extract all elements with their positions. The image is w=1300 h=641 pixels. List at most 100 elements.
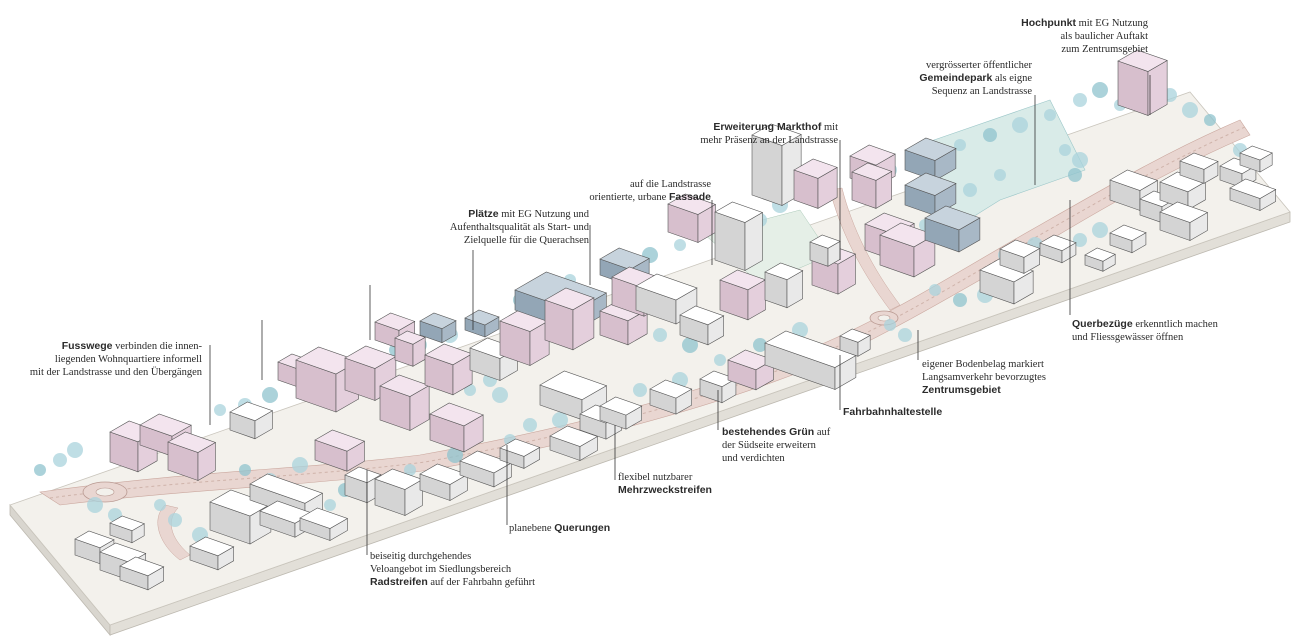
radstreifen-title: Radstreifen (370, 576, 428, 588)
building-roof (1159, 201, 1209, 223)
tree (154, 499, 166, 511)
building (299, 507, 349, 542)
annotation-gemeindepark: vergrösserter öffentlicher Gemeindepark … (919, 59, 1032, 98)
building-roof (904, 137, 957, 161)
building (167, 431, 217, 482)
building-roof (751, 123, 802, 146)
plaetze-title: Plätze (468, 208, 499, 220)
tree (239, 464, 251, 476)
building (1039, 234, 1077, 264)
building (419, 463, 469, 502)
building (109, 515, 145, 544)
tree (87, 497, 103, 513)
building (1239, 145, 1273, 173)
gemeindepark-line2: als eigne (992, 73, 1032, 84)
annotation-mehrzweck: flexibel nutzbarer Mehrzweckstreifen (618, 471, 712, 497)
tree (954, 139, 966, 151)
querungen-title: Querungen (554, 522, 611, 534)
building (667, 193, 717, 244)
gruen-title: bestehendes Grün (722, 426, 815, 438)
tree (492, 387, 508, 403)
building (999, 239, 1041, 274)
building-roof (599, 396, 643, 416)
tree (994, 169, 1006, 181)
building (751, 123, 802, 207)
fassade-title: Fassade (668, 191, 711, 203)
gruen-line3: und verdichten (722, 453, 785, 464)
fassade-line2: orientierte, urbane (589, 192, 669, 203)
gemeindepark-line1: vergrösserter öffentlicher (925, 60, 1032, 71)
tree (67, 442, 83, 458)
building (229, 401, 274, 440)
roundabout-west-island (95, 487, 115, 497)
building-roof (139, 413, 192, 437)
building (719, 269, 767, 321)
building (679, 305, 725, 346)
building (429, 402, 484, 453)
building-roof (1117, 49, 1168, 72)
querbezuege-line2: und Fliessgewässer öffnen (1072, 332, 1184, 343)
annotation-haltestelle: Fahrbahnhaltestelle (843, 406, 942, 419)
annotation-fassade: auf die Landstrasse orientierte, urbane … (589, 178, 711, 204)
querbezuege-title: Querbezüge (1072, 318, 1133, 330)
building-roof (374, 312, 416, 331)
building-roof (429, 402, 484, 427)
building (904, 172, 957, 217)
building (544, 287, 595, 351)
building (499, 309, 550, 367)
building-roof (649, 379, 693, 399)
annotation-fusswege: Fusswege verbinden die innen- liegenden … (30, 340, 202, 379)
building-roof (394, 330, 426, 345)
tree (633, 383, 647, 397)
building-roof (109, 515, 145, 532)
radstreifen-line2: Veloangebot im Siedlungsbereich (370, 564, 512, 575)
building (793, 158, 838, 209)
building (314, 429, 366, 472)
building-roof (344, 466, 382, 484)
building-roof (189, 536, 235, 557)
querbezuege-line1: erkenntlich machen (1132, 319, 1218, 330)
hochpunkt-title: Hochpunkt (1021, 17, 1076, 29)
building (119, 556, 165, 591)
leader-lines (209, 75, 1151, 555)
building-roof (544, 287, 595, 311)
markthof-line1: mit (821, 122, 838, 133)
building-roof (599, 247, 650, 270)
building-roof (229, 401, 274, 422)
tree (552, 412, 568, 428)
building-roof (314, 429, 366, 452)
bodenbelag-line2: Langsamverkehr bevorzugtes (922, 372, 1046, 383)
building-roof (851, 162, 893, 181)
building-roof (1039, 234, 1077, 252)
building-roof (1239, 145, 1273, 161)
building-roof (667, 193, 717, 215)
tree (34, 464, 46, 476)
tree (653, 328, 667, 342)
building (714, 201, 764, 272)
annotation-hochpunkt: Hochpunkt mit EG Nutzung als baulicher A… (1021, 17, 1148, 56)
building (1084, 247, 1116, 272)
mehrzweck-line1: flexibel nutzbarer (618, 472, 693, 483)
building-roof (549, 425, 599, 447)
building (851, 162, 893, 209)
building (394, 330, 426, 367)
mehrzweck-title: Mehrzweckstreifen (618, 484, 712, 496)
radstreifen-line1: beiseitig durchgehendes (370, 551, 472, 562)
tree (714, 354, 726, 366)
building-roof (74, 530, 115, 549)
radstreifen-line3: auf der Fahrbahn geführt (427, 577, 536, 588)
fusswege-line3: mit der Landstrasse und den Übergängen (29, 367, 202, 378)
building-roof (167, 431, 217, 453)
tree (324, 499, 336, 511)
buildings (74, 49, 1277, 591)
building-roof (904, 172, 957, 196)
building-roof (249, 473, 324, 504)
building (699, 370, 737, 404)
building (1117, 49, 1168, 117)
tree (884, 319, 896, 331)
building (979, 258, 1034, 305)
building (924, 205, 981, 253)
building-roof (1229, 178, 1277, 199)
building-roof (419, 312, 457, 330)
annotation-querungen: planebene Querungen (509, 522, 610, 535)
